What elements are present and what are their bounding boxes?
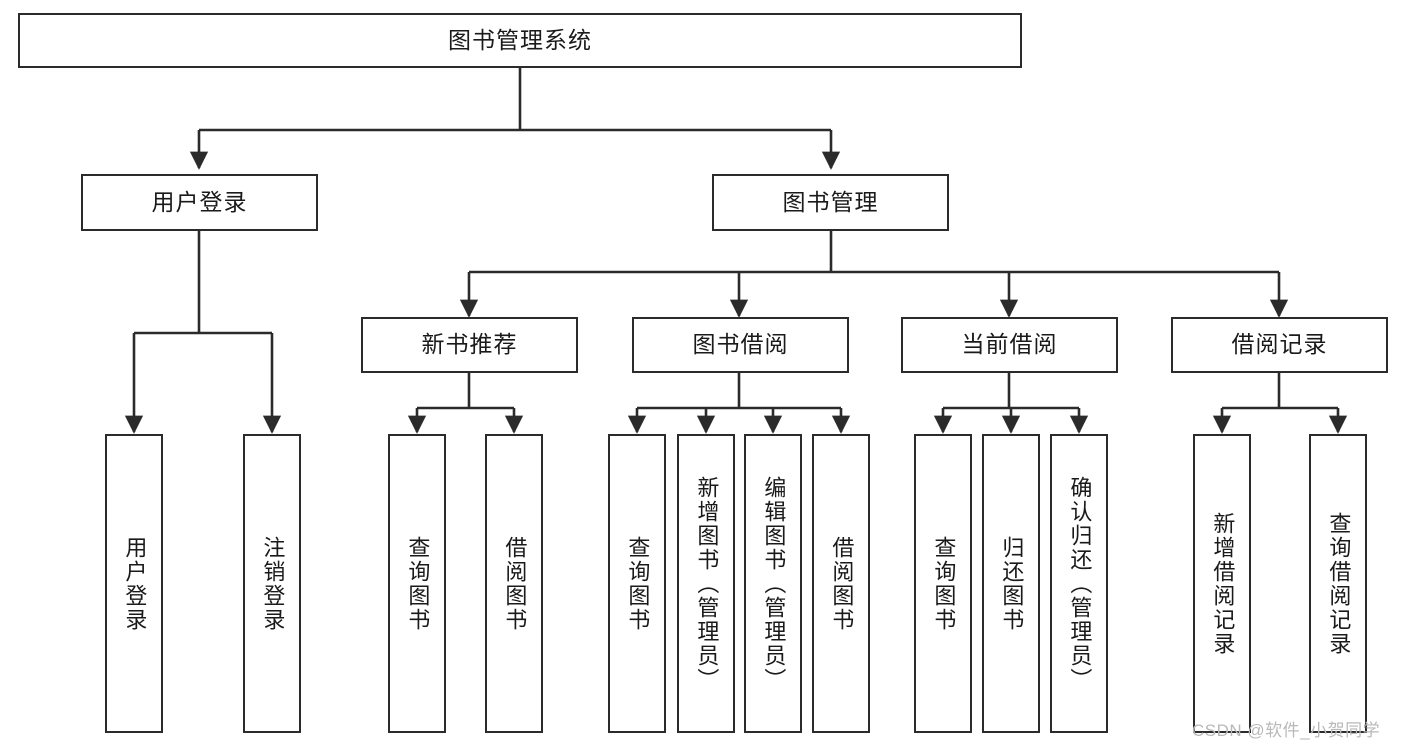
node-leaf-borrow-books-borrow-label: 借阅图书 xyxy=(829,535,855,632)
node-root[interactable]: 图书管理系统 xyxy=(18,13,1022,68)
node-leaf-logout[interactable]: 注销登录 xyxy=(243,434,301,733)
node-leaf-confirm-return-admin[interactable]: 确认归还（管理员） xyxy=(1050,434,1108,733)
node-leaf-query-books-borrow[interactable]: 查询图书 xyxy=(608,434,666,733)
node-leaf-borrow-books-recommend-label: 借阅图书 xyxy=(502,535,528,632)
node-leaf-query-books-current-label: 查询图书 xyxy=(931,535,957,632)
node-leaf-confirm-return-admin-label: 确认归还（管理员） xyxy=(1067,475,1093,692)
node-leaf-return-book[interactable]: 归还图书 xyxy=(982,434,1040,733)
node-leaf-edit-book-admin[interactable]: 编辑图书（管理员） xyxy=(744,434,802,733)
node-leaf-user-login[interactable]: 用户登录 xyxy=(105,434,163,733)
node-new-book-recommend-label: 新书推荐 xyxy=(421,331,518,358)
node-leaf-add-book-admin-label: 新增图书（管理员） xyxy=(694,475,720,692)
node-leaf-query-books-recommend[interactable]: 查询图书 xyxy=(388,434,446,733)
node-leaf-query-books-recommend-label: 查询图书 xyxy=(405,535,431,632)
node-user-login-label: 用户登录 xyxy=(151,188,248,215)
node-leaf-query-borrow-record[interactable]: 查询借阅记录 xyxy=(1309,434,1367,733)
node-leaf-add-borrow-record-label: 新增借阅记录 xyxy=(1210,511,1236,656)
node-leaf-add-book-admin[interactable]: 新增图书（管理员） xyxy=(677,434,735,733)
node-leaf-add-borrow-record[interactable]: 新增借阅记录 xyxy=(1193,434,1251,733)
node-borrow-records[interactable]: 借阅记录 xyxy=(1171,317,1388,373)
node-leaf-query-books-borrow-label: 查询图书 xyxy=(625,535,651,632)
node-leaf-borrow-books-borrow[interactable]: 借阅图书 xyxy=(812,434,870,733)
node-root-label: 图书管理系统 xyxy=(448,26,592,53)
node-book-borrow[interactable]: 图书借阅 xyxy=(632,317,849,373)
node-borrow-records-label: 借阅记录 xyxy=(1231,331,1328,358)
node-leaf-borrow-books-recommend[interactable]: 借阅图书 xyxy=(485,434,543,733)
node-leaf-query-borrow-record-label: 查询借阅记录 xyxy=(1326,511,1352,656)
csdn-watermark: CSDN @软件_小贺同学 xyxy=(1192,721,1381,740)
node-user-login[interactable]: 用户登录 xyxy=(81,174,318,231)
node-leaf-return-book-label: 归还图书 xyxy=(999,535,1025,632)
node-book-management-label: 图书管理 xyxy=(782,188,879,215)
node-book-management[interactable]: 图书管理 xyxy=(712,174,949,231)
node-leaf-query-books-current[interactable]: 查询图书 xyxy=(914,434,972,733)
node-book-borrow-label: 图书借阅 xyxy=(692,331,789,358)
node-current-borrow[interactable]: 当前借阅 xyxy=(901,317,1118,373)
node-leaf-user-login-label: 用户登录 xyxy=(122,535,148,632)
node-leaf-edit-book-admin-label: 编辑图书（管理员） xyxy=(761,475,787,692)
node-leaf-logout-label: 注销登录 xyxy=(260,535,286,632)
node-new-book-recommend[interactable]: 新书推荐 xyxy=(361,317,578,373)
node-current-borrow-label: 当前借阅 xyxy=(961,331,1058,358)
